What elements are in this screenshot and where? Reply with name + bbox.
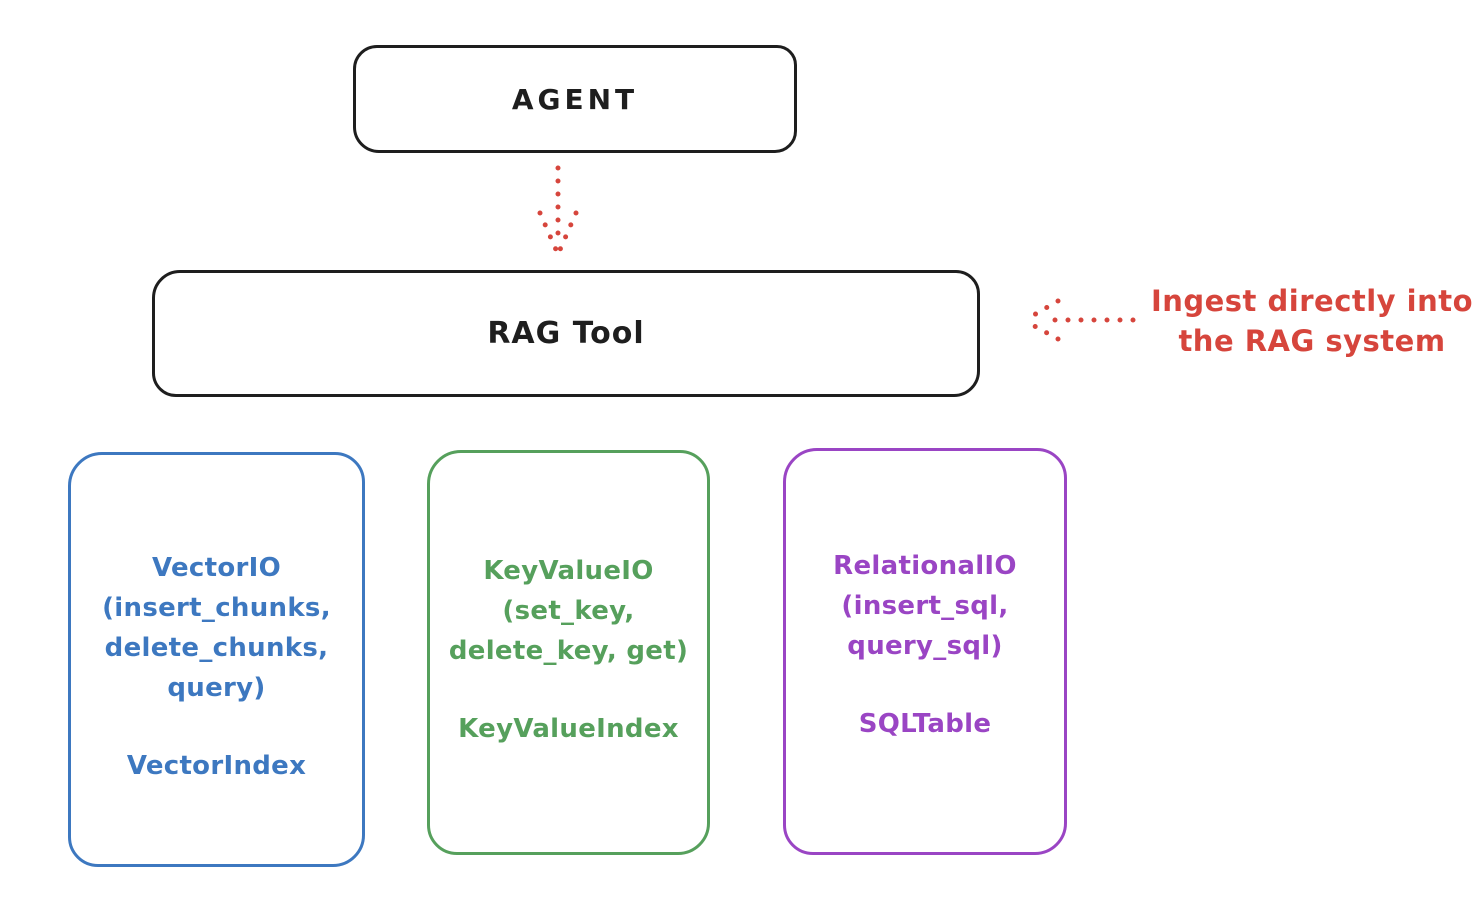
vector-io-param: query) <box>167 673 266 703</box>
keyvalue-io-node: KeyValueIO (set_key, delete_key, get) Ke… <box>427 450 710 855</box>
ingest-annotation: Ingest directly into the RAG system <box>1140 281 1484 361</box>
arrow-agent-to-ragtool-icon <box>537 165 579 255</box>
ingest-annotation-line-1: Ingest directly into <box>1150 284 1474 318</box>
rag-tool-label: RAG Tool <box>487 316 645 351</box>
vector-io-param: delete_chunks, <box>104 633 329 663</box>
ingest-annotation-line-2: the RAG system <box>1178 324 1446 358</box>
relational-io-title: RelationalIO <box>833 551 1017 581</box>
keyvalue-io-param: (set_key, <box>502 596 635 626</box>
sql-table-label: SQLTable <box>858 709 992 739</box>
vector-io-param: (insert_chunks, <box>102 593 331 623</box>
keyvalue-index-label: KeyValueIndex <box>458 714 679 744</box>
vector-io-node: VectorIO (insert_chunks, delete_chunks, … <box>68 452 365 867</box>
rag-tool-node: RAG Tool <box>152 270 980 397</box>
relational-io-param: (insert_sql, <box>841 591 1009 621</box>
vector-index-label: VectorIndex <box>126 751 307 781</box>
keyvalue-io-title: KeyValueIO <box>483 556 654 586</box>
relational-io-node: RelationalIO (insert_sql, query_sql) SQL… <box>783 448 1067 855</box>
arrow-annotation-to-ragtool-icon <box>1024 298 1136 342</box>
vector-io-title: VectorIO <box>151 553 282 583</box>
keyvalue-io-param: delete_key, get) <box>448 636 689 666</box>
relational-io-param: query_sql) <box>847 631 1003 661</box>
agent-node: AGENT <box>353 45 797 153</box>
agent-label: AGENT <box>511 82 639 116</box>
